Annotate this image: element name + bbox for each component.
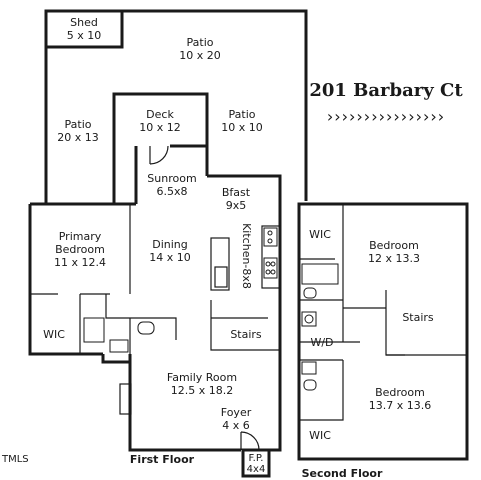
toilet-icon — [303, 287, 317, 299]
patio-left-name: Patio — [65, 118, 92, 131]
bfast-outline — [207, 174, 282, 350]
foyer-size: 4 x 6 — [222, 419, 250, 432]
patio-outline — [44, 9, 308, 203]
bay-window — [119, 383, 132, 415]
washer-drum-icon — [304, 314, 314, 324]
house-exterior — [28, 202, 282, 452]
bedroom-top-name: Bedroom — [369, 239, 419, 252]
family-room-size: 12.5 x 18.2 — [171, 384, 234, 397]
sunroom-name: Sunroom — [147, 172, 196, 185]
upper-wic-top-label: WIC — [309, 228, 331, 241]
deck-size: 10 x 12 — [139, 121, 181, 134]
patio-right-size: 10 x 10 — [221, 121, 263, 134]
stairs-label: Stairs — [230, 328, 262, 341]
upper-wic-wall — [299, 204, 344, 342]
watermark: TMLS — [1, 454, 29, 465]
bedroom-bottom-name: Bedroom — [375, 386, 425, 399]
upper-stairs-label: Stairs — [402, 311, 434, 324]
family-room-name: Family Room — [167, 371, 237, 384]
foyer-door — [240, 431, 260, 451]
patio-top-size: 10 x 20 — [179, 49, 221, 62]
patio-left-size: 20 x 13 — [57, 131, 99, 144]
burner-icon — [267, 230, 273, 236]
upper-wic-bottom-label: WIC — [309, 429, 331, 442]
toilet-icon — [303, 379, 317, 391]
upper-bedroom-divider — [343, 341, 467, 356]
kitchen-counter-right — [261, 225, 281, 289]
fp-size: 4x4 — [247, 464, 266, 475]
wic-label: WIC — [43, 328, 65, 341]
stairs-wall — [210, 300, 280, 351]
decorative-arrows: ›››››››››››››››› — [327, 107, 445, 126]
shed-outline — [44, 9, 124, 49]
second-floor-plan — [297, 202, 469, 461]
kitchen-counter — [210, 237, 230, 291]
burner-icon — [265, 261, 271, 267]
dining-name: Dining — [152, 238, 188, 251]
address-heading: 201 Barbary Ct ›››››››››››››››› — [309, 80, 463, 126]
bfast-size: 9x5 — [226, 199, 247, 212]
burner-icon — [267, 238, 273, 244]
upper-bath-walls — [299, 290, 405, 356]
deck-outline — [112, 92, 209, 204]
bedroom-bottom-size: 13.7 x 13.6 — [369, 399, 432, 412]
kitchen-island — [214, 266, 228, 288]
primary-bedroom-size: 11 x 12.4 — [54, 256, 106, 269]
patio-top-name: Patio — [187, 36, 214, 49]
fp-name: F.P. — [249, 453, 264, 464]
foyer-name: Foyer — [221, 406, 252, 419]
sunroom-door — [149, 145, 169, 165]
burner-icon — [265, 269, 271, 275]
shower-icon — [83, 317, 105, 343]
dining-size: 14 x 10 — [149, 251, 191, 264]
range-icon — [263, 257, 278, 279]
tub-icon — [301, 263, 339, 285]
wd-label: W/D — [310, 336, 333, 349]
fireplace-box — [241, 448, 271, 478]
first-floor-label: First Floor — [130, 453, 195, 466]
primary-bedroom-name-2: Bedroom — [55, 243, 105, 256]
deck-name: Deck — [146, 108, 174, 121]
burner-icon — [270, 261, 276, 267]
toilet-icon — [137, 321, 155, 335]
address-title: 201 Barbary Ct — [309, 80, 463, 101]
vanity-icon — [109, 339, 129, 353]
first-floor-plan — [28, 9, 308, 478]
sink-icon — [301, 361, 317, 375]
burner-icon — [270, 269, 276, 275]
shed-name: Shed — [70, 16, 98, 29]
upper-stair-wall — [299, 359, 344, 421]
kitchen-label: Kitchen-8x8 — [240, 223, 253, 289]
second-floor-label: Second Floor — [302, 467, 383, 480]
second-floor-exterior — [297, 202, 469, 461]
primary-bedroom-name-1: Primary — [59, 230, 102, 243]
stove-icon — [263, 227, 278, 247]
shed-size: 5 x 10 — [67, 29, 102, 42]
bfast-name: Bfast — [222, 186, 251, 199]
wic-wall — [79, 294, 177, 354]
sunroom-size: 6.5x8 — [156, 185, 187, 198]
bedroom-top-size: 12 x 13.3 — [368, 252, 420, 265]
house-exterior-left-step — [101, 354, 132, 364]
patio-right-name: Patio — [229, 108, 256, 121]
